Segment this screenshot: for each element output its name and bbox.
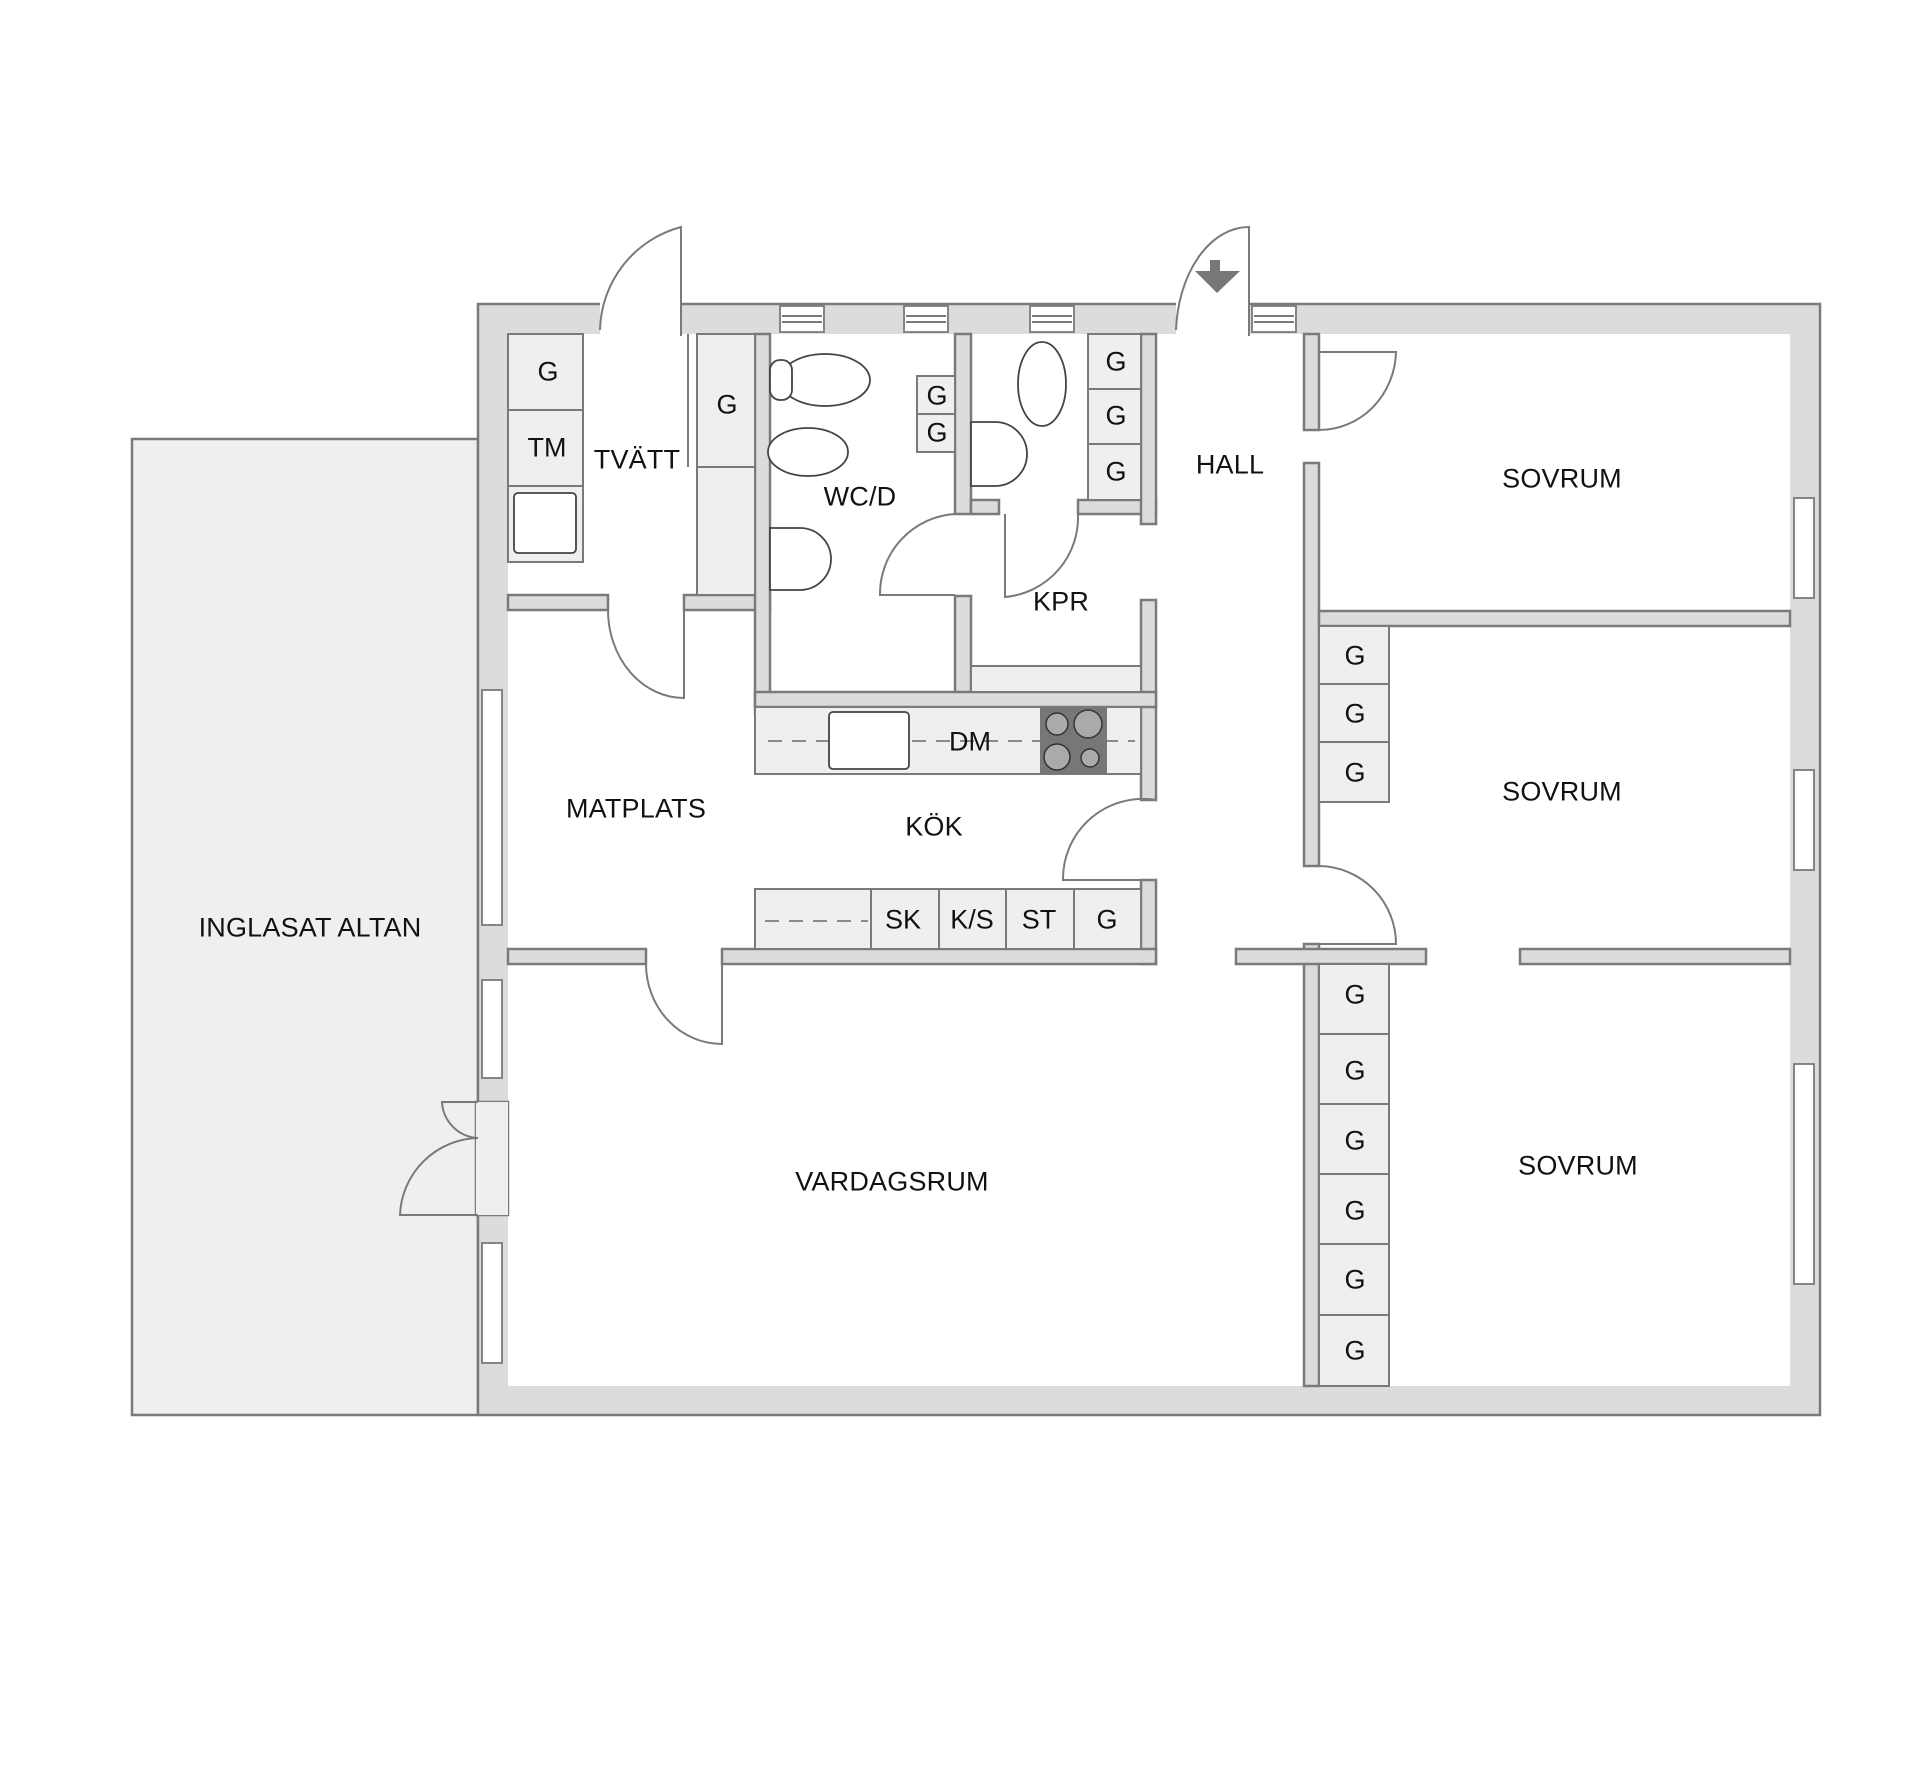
- window-top-1: [779, 305, 825, 333]
- window-left-2: [481, 979, 503, 1079]
- room-label-wc: WC/D: [823, 481, 897, 512]
- window-left-3: [481, 1242, 503, 1364]
- sovrum2-storage-2: G: [1344, 698, 1366, 729]
- kitchen-sink-icon: [828, 711, 910, 770]
- kpr-storage-2: G: [1105, 400, 1127, 431]
- wc-storage-2: G: [926, 417, 948, 448]
- tvatt-cabinet-g-right: [696, 333, 756, 468]
- kitchen-unit-sk: SK: [884, 904, 922, 935]
- room-label-sovrum-1: SOVRUM: [1502, 463, 1622, 494]
- sovrum2-storage-3: G: [1344, 757, 1366, 788]
- wc-storage-1: G: [926, 380, 948, 411]
- sovrum3-storage-4: G: [1344, 1195, 1366, 1226]
- room-label-matplats: MATPLATS: [565, 793, 707, 824]
- sovrum3-storage-6: G: [1344, 1335, 1366, 1366]
- kpr-storage-1: G: [1105, 346, 1127, 377]
- tvatt-tm-label: TM: [527, 432, 567, 463]
- room-label-sovrum-3: SOVRUM: [1518, 1150, 1638, 1181]
- window-top-4: [1251, 305, 1297, 333]
- room-label-vardagsrum: VARDAGSRUM: [795, 1166, 989, 1197]
- sovrum3-storage-2: G: [1344, 1055, 1366, 1086]
- room-label-tvatt: TVÄTT: [593, 444, 681, 475]
- kitchen-unit-ks: K/S: [950, 904, 994, 935]
- wc-basin-icon: [769, 527, 832, 591]
- kitchen-counter-bottom: [754, 888, 872, 950]
- entrance-arrow-icon: [1195, 260, 1240, 293]
- window-top-2: [903, 305, 949, 333]
- bidet-icon: [767, 427, 849, 477]
- tvatt-g-right-label: G: [716, 389, 738, 420]
- sovrum3-storage-3: G: [1344, 1125, 1366, 1156]
- toilet-icon: [769, 353, 871, 407]
- tvatt-cabinet-g: [507, 333, 584, 411]
- kitchen-unit-g: G: [1096, 904, 1118, 935]
- room-label-hall: HALL: [1195, 449, 1265, 480]
- kpr-basin-icon: [970, 421, 1028, 487]
- window-top-3: [1029, 305, 1075, 333]
- altan-area: [130, 437, 480, 1417]
- room-label-kpr: KPR: [1032, 586, 1090, 617]
- kitchen-unit-st: ST: [1021, 904, 1057, 935]
- sovrum3-storage-5: G: [1344, 1264, 1366, 1295]
- kitchen-dm-label: DM: [949, 726, 991, 757]
- room-label-kok: KÖK: [905, 811, 963, 842]
- window-right-1: [1793, 497, 1815, 599]
- sovrum2-storage-1: G: [1344, 640, 1366, 671]
- kpr-toilet-icon: [1017, 341, 1067, 427]
- tvatt-g-label: G: [537, 356, 559, 387]
- sovrum3-storage-1: G: [1344, 979, 1366, 1010]
- room-label-altan: INGLASAT ALTAN: [198, 912, 422, 943]
- window-right-2: [1793, 769, 1815, 871]
- window-left-1: [481, 689, 503, 926]
- window-right-3: [1793, 1063, 1815, 1285]
- tvatt-tm: [507, 409, 584, 487]
- kpr-storage-3: G: [1105, 456, 1127, 487]
- doors: [398, 225, 1398, 1216]
- room-label-sovrum-2: SOVRUM: [1502, 776, 1622, 807]
